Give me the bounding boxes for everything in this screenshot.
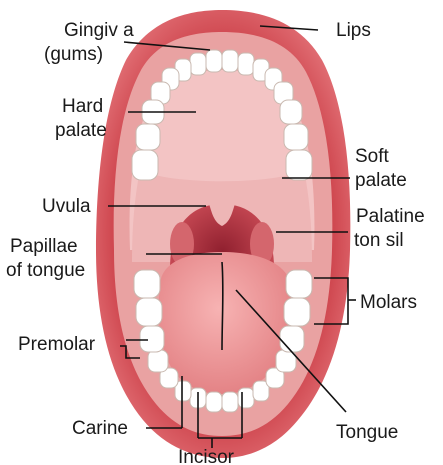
- label-hard-palate-line2: palate: [55, 120, 107, 141]
- label-palatine-tonsil-line2: ton sil: [354, 230, 404, 251]
- label-gingiva-line1: Gingiv a: [64, 20, 134, 41]
- label-papillae-line2: of tongue: [6, 260, 85, 281]
- tongue-groove: [222, 262, 223, 350]
- label-uvula: Uvula: [42, 196, 91, 217]
- label-carine: Carine: [72, 418, 128, 439]
- label-premolar: Premolar: [18, 334, 96, 355]
- label-soft-palate-line2: palate: [355, 170, 407, 191]
- label-palatine-tonsil-line1: Palatine: [356, 206, 425, 227]
- label-papillae-line1: Papillae: [10, 236, 78, 257]
- label-soft-palate-line1: Soft: [355, 146, 390, 167]
- label-incisor: Incisor: [178, 447, 235, 465]
- label-molars: Molars: [360, 292, 417, 313]
- label-tongue: Tongue: [336, 422, 398, 443]
- label-lips: Lips: [336, 20, 371, 41]
- label-hard-palate-line1: Hard: [62, 96, 103, 117]
- label-gingiva-line2: (gums): [44, 44, 103, 65]
